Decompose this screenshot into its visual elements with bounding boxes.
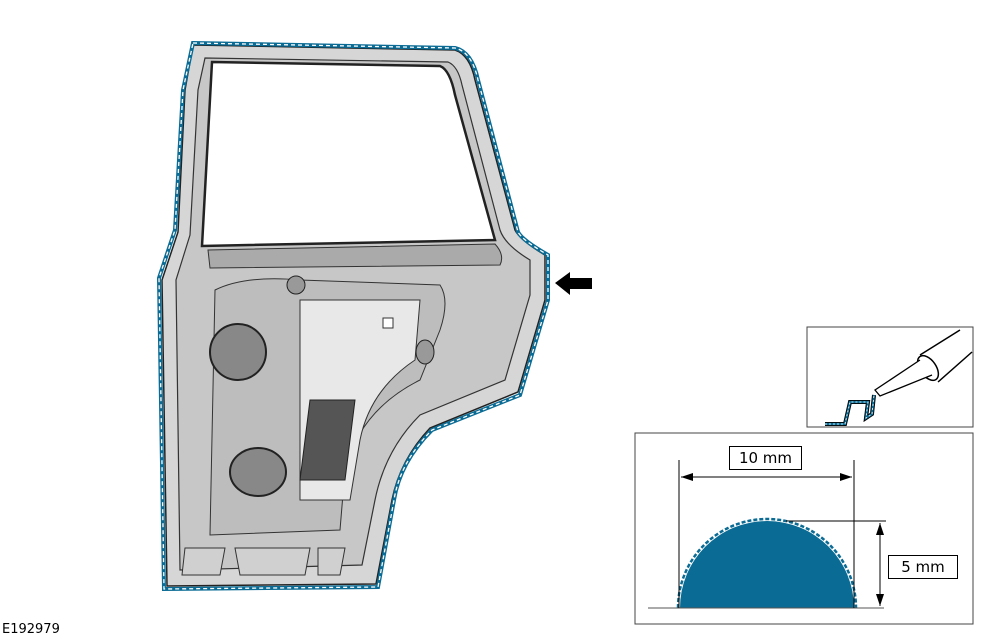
rear-door-panel [161, 44, 546, 587]
direction-arrow [555, 272, 592, 295]
figure-reference-id: E192979 [2, 622, 60, 637]
sealer-bead-cross-section [634, 432, 974, 625]
height-dimension-label: 5 mm [888, 555, 958, 579]
width-dimension-label: 10 mm [729, 446, 802, 470]
sealer-gun-inset [806, 326, 974, 428]
